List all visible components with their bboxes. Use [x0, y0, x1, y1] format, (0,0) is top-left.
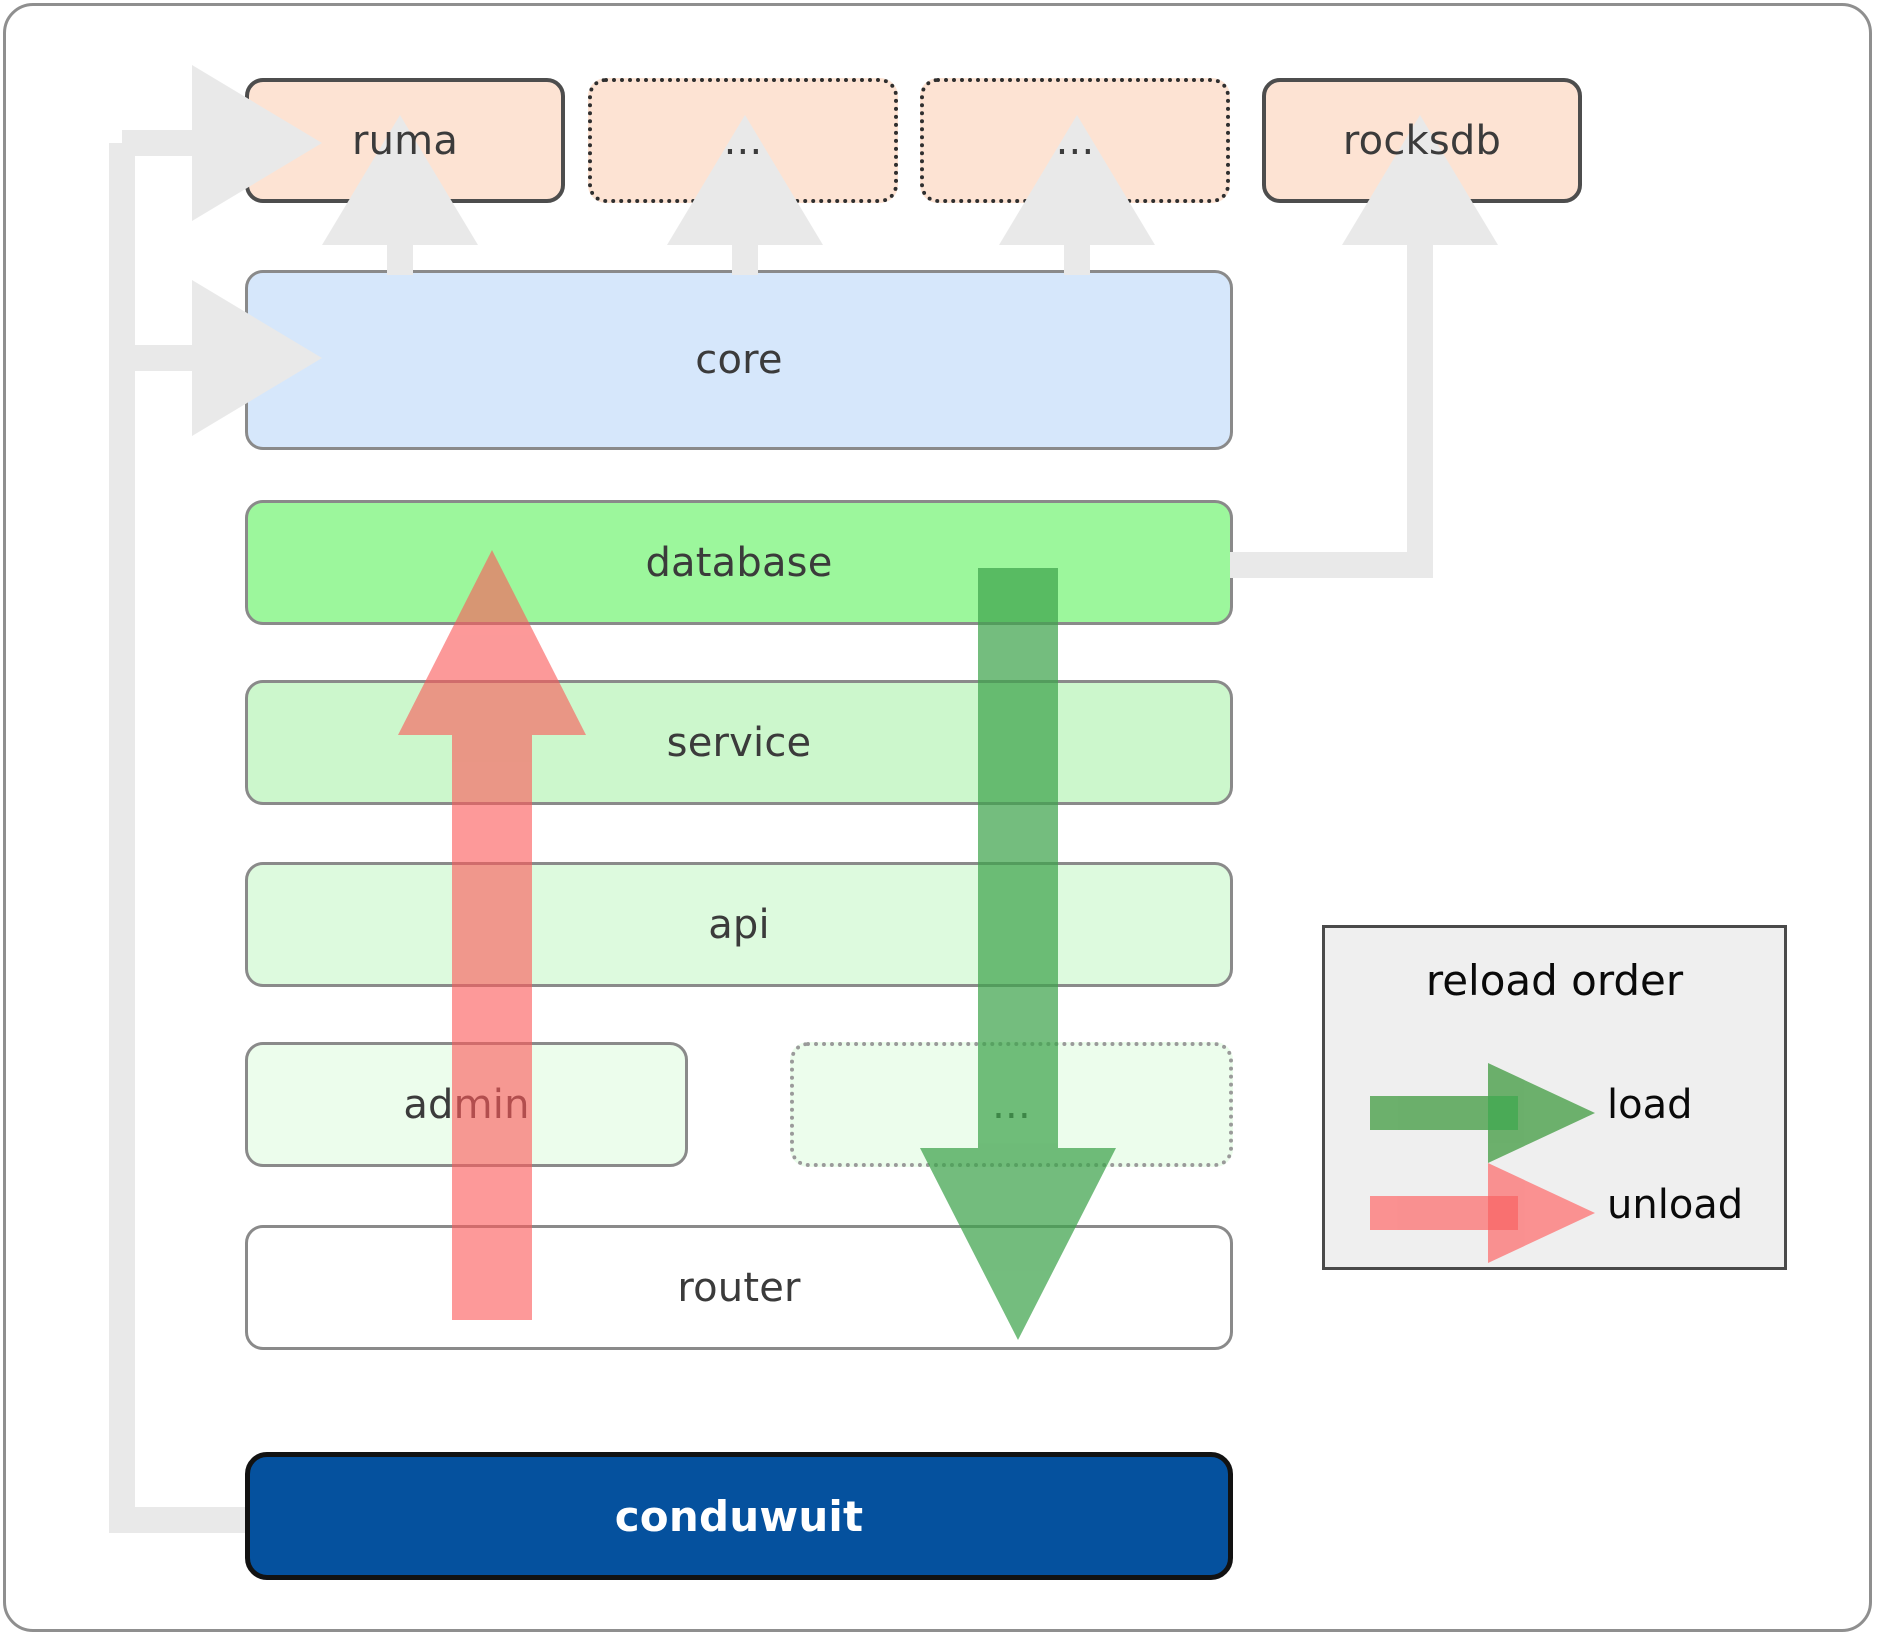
legend-unload-arrow-icon [1370, 1163, 1595, 1263]
node-ruma[interactable]: ruma [245, 78, 565, 203]
node-conduwuit[interactable]: conduwuit [245, 1452, 1233, 1580]
node-core[interactable]: core [245, 270, 1233, 450]
legend-item-unload: unload [1325, 1163, 1784, 1263]
legend-unload-label: unload [1607, 1182, 1744, 1228]
node-conduwuit-label: conduwuit [614, 1491, 864, 1541]
node-database[interactable]: database [245, 500, 1233, 625]
legend-item-load: load [1325, 1063, 1784, 1163]
node-stack-ellipsis-label: ... [992, 1081, 1031, 1128]
node-router-label: router [677, 1264, 801, 1311]
node-router[interactable]: router [245, 1225, 1233, 1350]
node-dep-ellipsis-2-label: ... [1055, 117, 1095, 164]
node-core-label: core [695, 337, 783, 383]
diagram-frame [3, 3, 1872, 1632]
node-dep-ellipsis-1[interactable]: ... [588, 78, 898, 203]
node-admin-label: admin [403, 1081, 530, 1128]
node-api[interactable]: api [245, 862, 1233, 987]
node-api-label: api [708, 901, 770, 948]
node-service-label: service [666, 719, 812, 766]
node-database-label: database [645, 539, 833, 586]
legend-panel: reload order load unload [1322, 925, 1787, 1270]
node-ruma-label: ruma [351, 117, 459, 164]
legend-load-label: load [1607, 1082, 1693, 1128]
legend-title: reload order [1425, 956, 1684, 1005]
node-dep-ellipsis-1-label: ... [723, 117, 763, 164]
node-dep-ellipsis-2[interactable]: ... [920, 78, 1230, 203]
node-rocksdb-label: rocksdb [1342, 117, 1502, 164]
node-service[interactable]: service [245, 680, 1233, 805]
node-rocksdb[interactable]: rocksdb [1262, 78, 1582, 203]
legend-load-arrow-icon [1370, 1063, 1595, 1163]
node-stack-ellipsis[interactable]: ... [790, 1042, 1233, 1167]
node-admin[interactable]: admin [245, 1042, 688, 1167]
